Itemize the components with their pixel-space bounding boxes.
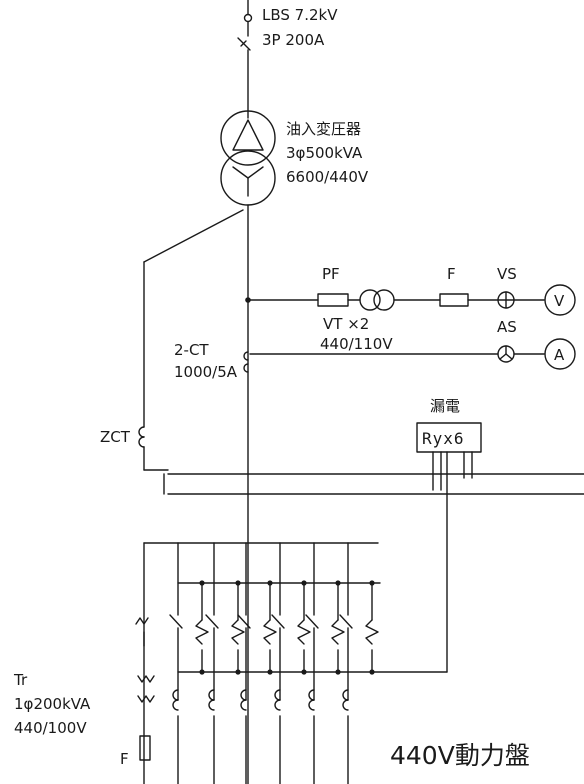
tr-label-3: 440/100V	[14, 719, 87, 737]
lbs-label-2: 3P 200A	[262, 31, 325, 49]
feeder-circuits	[169, 542, 448, 784]
ct-label-2: 1000/5A	[174, 363, 238, 381]
fuse-label: F	[447, 265, 456, 283]
feeder-circuit	[169, 542, 209, 784]
relay-bus-lines	[163, 451, 584, 673]
feeder-circuit	[271, 542, 311, 784]
pf-label: PF	[322, 265, 340, 283]
transformer-label-1: 油入変圧器	[286, 120, 361, 138]
main-transformer	[220, 110, 276, 206]
zct	[138, 426, 145, 448]
feeder-circuit	[237, 542, 277, 784]
ct-label-1: 2-CT	[174, 341, 209, 359]
leakage-relay-label: Ryx6	[422, 429, 465, 448]
current-metering-branch	[243, 338, 576, 373]
vt-label-1: VT ×2	[323, 315, 369, 333]
vs-label: VS	[497, 265, 517, 283]
tr-label-1: Tr	[13, 671, 28, 689]
tr-fuse-label: F	[120, 750, 129, 768]
zct-label: ZCT	[100, 428, 131, 446]
feeder-circuit	[339, 542, 379, 784]
distribution-panel	[135, 542, 379, 784]
tr-label-2: 1φ200kVA	[14, 695, 91, 713]
leakage-label: 漏電	[430, 397, 460, 415]
ground-lead	[143, 209, 244, 471]
transformer-label-3: 6600/440V	[286, 168, 369, 186]
voltmeter-label: V	[554, 292, 565, 310]
transformer-label-2: 3φ500kVA	[286, 144, 363, 162]
as-label: AS	[497, 318, 517, 336]
lbs-label-1: LBS 7.2kV	[262, 6, 338, 24]
lbs-switch	[237, 0, 253, 119]
voltage-metering-branch	[245, 284, 576, 316]
feeder-circuit	[205, 542, 245, 784]
vt-label-2: 440/110V	[320, 335, 393, 353]
leakage-relay-box	[416, 422, 482, 453]
ammeter-label: A	[554, 346, 565, 364]
panel-title: 440V動力盤	[390, 741, 530, 770]
feeder-circuit	[305, 542, 345, 784]
